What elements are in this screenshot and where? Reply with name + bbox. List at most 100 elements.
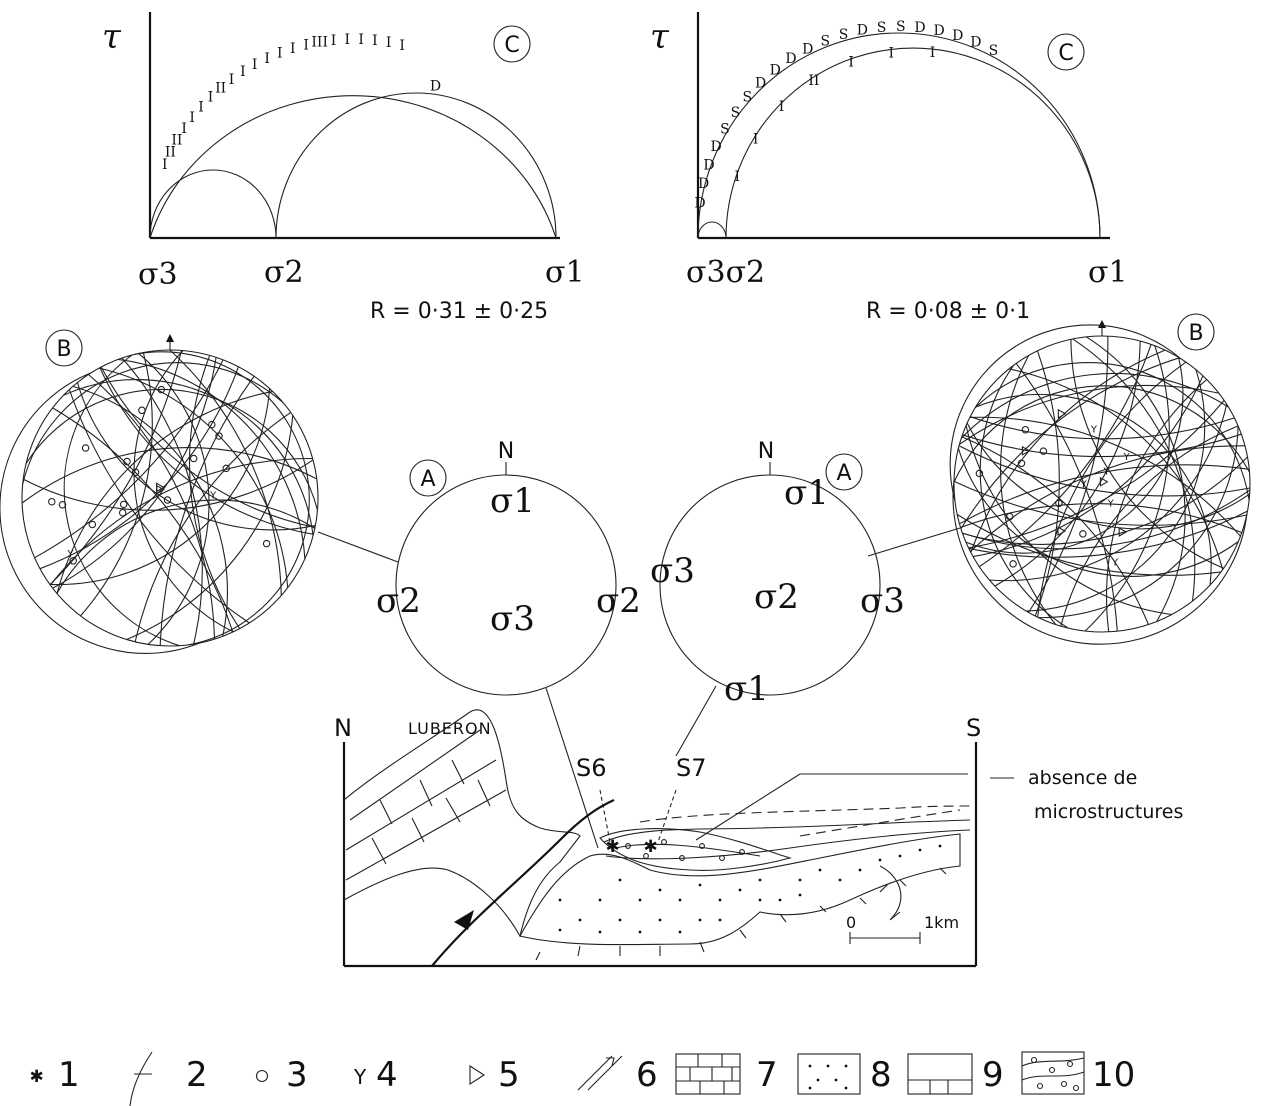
s6-leader — [599, 789, 611, 843]
ratio-label: R = 0·08 ± 0·1 — [866, 299, 1030, 324]
great-circle — [25, 388, 319, 511]
great-circles-left: YY — [0, 349, 319, 654]
great-circle — [999, 355, 1057, 625]
legend-7: 7 — [756, 1055, 778, 1095]
marl-dot — [618, 918, 622, 922]
legend-dot — [826, 1064, 830, 1068]
legend-dot — [844, 1064, 848, 1068]
fault-mark: I — [240, 64, 246, 80]
great-circle — [49, 388, 271, 586]
marl-dot — [678, 930, 682, 934]
legend: ✱ 1 2 3 Y 4 5 6 7 8 — [30, 1051, 1135, 1106]
conglomerate-unit — [599, 828, 793, 871]
great-circle — [1015, 363, 1118, 632]
upper-bed-top — [603, 819, 971, 843]
great-circle — [994, 340, 1141, 587]
marl-dot — [558, 928, 562, 932]
marl-dot — [618, 878, 622, 882]
pole-circle-icon — [138, 406, 146, 415]
fault-mark: D — [785, 51, 796, 67]
fault-mark: II — [171, 133, 182, 149]
fault-mark: I — [331, 33, 337, 49]
fault-mark: D — [802, 41, 813, 57]
great-circle — [960, 503, 1243, 534]
fault-mark: D — [857, 22, 868, 38]
note-line-1: absence de — [1028, 767, 1137, 789]
pole-y-icon: Y — [66, 549, 74, 560]
legend-6: 6 — [636, 1055, 658, 1095]
marl-dot — [898, 854, 902, 858]
marl-dot — [798, 878, 802, 882]
fault-mark: D — [710, 139, 721, 155]
sigma3-center-label: σ3 — [490, 599, 535, 639]
legend-8: 8 — [870, 1055, 892, 1095]
great-circle — [133, 350, 234, 633]
marl-dot — [878, 858, 882, 862]
fault-mark: S — [821, 33, 831, 49]
great-circle — [989, 404, 1228, 582]
sigma3-west-label: σ3 — [650, 551, 695, 591]
great-circle — [188, 355, 241, 629]
fault-mark: D — [914, 20, 925, 36]
great-circle — [969, 445, 1246, 552]
fault-mark: I — [735, 169, 741, 185]
pole-circle-icon — [222, 464, 230, 473]
great-circle — [22, 459, 314, 511]
north-arrow-icon — [1098, 320, 1106, 328]
stereonet-left: YY B — [0, 329, 319, 654]
mohr-circle-small — [149, 169, 277, 239]
marl-dot — [738, 888, 742, 892]
marl-dot — [758, 898, 762, 902]
sigma3-label: σ3 — [138, 257, 178, 292]
pole-y-icon: Y — [1107, 499, 1115, 510]
pole-y-icon: Y — [209, 490, 217, 501]
legend-marl-dots — [808, 1064, 848, 1090]
marl-dot — [818, 868, 822, 872]
great-circle — [959, 464, 1250, 525]
great-circle — [76, 382, 316, 531]
marl-dot — [718, 898, 722, 902]
marl-dot — [658, 918, 662, 922]
fault-mark: I — [345, 32, 351, 48]
marl-dot — [598, 898, 602, 902]
site-s6-label: S6 — [576, 754, 607, 782]
legend-4: 4 — [376, 1055, 398, 1095]
legend-dot — [808, 1064, 812, 1068]
panel-b-circle — [45, 329, 83, 367]
legend-dot — [816, 1078, 820, 1082]
pole-circle-icon — [1009, 560, 1017, 568]
great-circle — [169, 349, 282, 596]
link-to-stereonet — [317, 531, 399, 563]
fault-mark: I — [277, 46, 283, 62]
great-circle — [1106, 379, 1208, 632]
great-circle — [1037, 361, 1187, 618]
marl-dot — [678, 898, 682, 902]
fault-mark: D — [952, 28, 963, 44]
north-label: N — [758, 439, 774, 464]
great-circle — [134, 411, 292, 642]
bedding-ticks — [535, 865, 947, 961]
fault-mark: I — [198, 99, 204, 115]
pole-circle-icon — [1021, 425, 1030, 434]
marl-dot — [638, 930, 642, 934]
conglomerate-pattern — [615, 839, 761, 861]
great-circle — [970, 416, 1235, 440]
great-circle — [1070, 339, 1224, 569]
great-circle — [80, 352, 153, 617]
great-circle — [949, 324, 1182, 502]
sigma1-label: σ1 — [1088, 255, 1128, 290]
fault-mark: D — [970, 35, 981, 51]
marl-dot — [598, 930, 602, 934]
great-circle — [134, 351, 310, 646]
note-line-2: microstructures — [1034, 801, 1183, 823]
legend-10: 10 — [1092, 1055, 1135, 1095]
fault-mark: I — [753, 131, 759, 147]
great-circle — [63, 354, 180, 647]
legend-1: 1 — [58, 1055, 80, 1095]
legend-9: 9 — [982, 1055, 1004, 1095]
limestone-unit — [343, 709, 581, 938]
eroded-bed-dashed — [639, 805, 971, 823]
fault-mark: D — [770, 63, 781, 79]
